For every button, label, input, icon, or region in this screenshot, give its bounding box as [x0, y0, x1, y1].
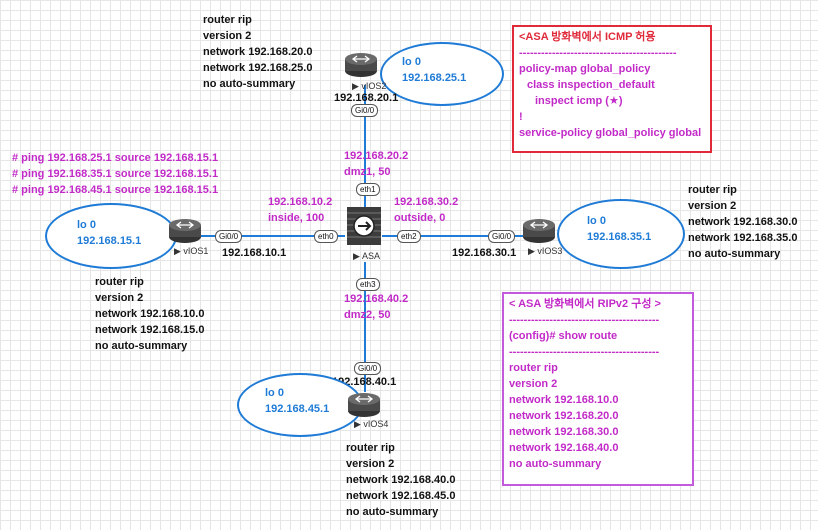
vios1-config: router rip version 2 network 192.168.10.… [95, 274, 204, 354]
box-line: <ASA 방화벽에서 ICMP 허용 [519, 31, 656, 43]
box-line: network 192.168.10.0 [509, 394, 619, 406]
device-name: vIOS1 [183, 246, 209, 256]
config-line: network 192.168.40.0 [346, 474, 456, 486]
device-name: vIOS4 [363, 419, 389, 429]
asa-icmp-config-box: <ASA 방화벽에서 ICMP 허용 ---------------------… [512, 25, 712, 153]
config-line: network 192.168.20.0 [203, 46, 313, 58]
asa-label: ▶ ASA [353, 251, 380, 261]
config-line: network 192.168.10.0 [95, 308, 205, 320]
vios1-port: Gi0/0 [215, 230, 243, 243]
device-name: vIOS2 [361, 81, 387, 91]
asa-eth0-ip: 192.168.10.2 [268, 196, 333, 208]
config-line: network 192.168.15.0 [95, 324, 205, 336]
box-line: ----------------------------------------… [519, 47, 677, 59]
device-name: ASA [361, 251, 380, 261]
asa-eth2-port: eth2 [397, 230, 421, 243]
box-line: inspect icmp (★) [535, 95, 623, 107]
loopback-ip: 192.168.25.1 [402, 72, 467, 84]
loopback-name: lo 0 [77, 219, 96, 231]
config-line: version 2 [203, 30, 252, 42]
box-line: network 192.168.20.0 [509, 410, 619, 422]
vios1-router-icon[interactable] [168, 218, 202, 244]
loopback-ip: 192.168.15.1 [77, 235, 142, 247]
vios2-router-icon[interactable] [344, 52, 378, 78]
box-line: version 2 [509, 378, 558, 390]
vios3-config: router rip version 2 network 192.168.30.… [688, 182, 797, 262]
asa-eth1-ip: 192.168.20.2 [344, 150, 409, 162]
asa-eth2-name: outside, 0 [394, 212, 446, 224]
vios4-label: ▶ vIOS4 [354, 419, 389, 429]
ping-cmd-1: # ping 192.168.25.1 source 192.168.15.1 [12, 152, 219, 164]
vios4-router-icon[interactable] [347, 392, 381, 418]
box-line: ----------------------------------------… [509, 346, 660, 358]
vios4-port: Gi0/0 [354, 362, 382, 375]
config-line: no auto-summary [95, 340, 188, 352]
asa-eth0-name: inside, 100 [268, 212, 325, 224]
box-line: router rip [509, 362, 558, 374]
config-line: no auto-summary [688, 248, 781, 260]
asa-firewall-icon[interactable] [345, 205, 383, 247]
config-line: network 192.168.30.0 [688, 216, 798, 228]
vios3-label: ▶ vIOS3 [528, 246, 563, 256]
loopback-name: lo 0 [265, 387, 284, 399]
asa-eth2-ip: 192.168.30.2 [394, 196, 459, 208]
asa-eth3-port: eth3 [356, 278, 380, 291]
device-name: vIOS3 [537, 246, 563, 256]
vios4-loopback: lo 0 192.168.45.1 [237, 373, 363, 437]
loopback-ip: 192.168.45.1 [265, 403, 330, 415]
asa-eth1-name: dmz1, 50 [344, 166, 391, 178]
vios2-link-ip: 192.168.20.1 [334, 92, 399, 104]
asa-eth1-port: eth1 [356, 183, 380, 196]
box-line: ! [519, 111, 523, 123]
config-line: router rip [203, 14, 252, 26]
box-line: < ASA 방화벽에서 RIPv2 구성 > [509, 298, 661, 310]
config-line: network 192.168.25.0 [203, 62, 313, 74]
vios3-port: Gi0/0 [488, 230, 516, 243]
config-line: no auto-summary [203, 78, 296, 90]
box-line: network 192.168.40.0 [509, 442, 619, 454]
box-line: network 192.168.30.0 [509, 426, 619, 438]
ping-cmd-3: # ping 192.168.45.1 source 192.168.15.1 [12, 184, 219, 196]
loopback-ip: 192.168.35.1 [587, 231, 652, 243]
asa-eth0-port: eth0 [314, 230, 338, 243]
config-line: network 192.168.45.0 [346, 490, 456, 502]
box-line: (config)# show route [509, 330, 618, 342]
box-line: class inspection_default [527, 79, 655, 91]
config-line: router rip [688, 184, 737, 196]
box-line: no auto-summary [509, 458, 602, 470]
vios3-router-icon[interactable] [522, 218, 556, 244]
vios1-loopback: lo 0 192.168.15.1 [45, 203, 177, 269]
asa-rip-config-box: < ASA 방화벽에서 RIPv2 구성 > -----------------… [502, 292, 694, 486]
vios2-config: router rip version 2 network 192.168.20.… [203, 12, 312, 92]
ping-cmd-2: # ping 192.168.35.1 source 192.168.15.1 [12, 168, 219, 180]
vios4-config: router rip version 2 network 192.168.40.… [346, 440, 455, 520]
box-line: ----------------------------------------… [509, 314, 660, 326]
config-line: version 2 [688, 200, 737, 212]
vios2-port: Gi0/0 [351, 104, 379, 117]
config-line: router rip [346, 442, 395, 454]
config-line: version 2 [346, 458, 395, 470]
vios2-loopback: lo 0 192.168.25.1 [380, 42, 504, 106]
vios1-label: ▶ vIOS1 [174, 246, 209, 256]
vios3-loopback: lo 0 192.168.35.1 [557, 199, 685, 269]
vios2-label: ▶ vIOS2 [352, 81, 387, 91]
config-line: network 192.168.35.0 [688, 232, 798, 244]
asa-eth3-name: dmz2, 50 [344, 309, 391, 321]
config-line: router rip [95, 276, 144, 288]
config-line: no auto-summary [346, 506, 439, 518]
vios1-link-ip: 192.168.10.1 [222, 247, 287, 259]
box-line: policy-map global_policy [519, 63, 651, 75]
box-line: service-policy global_policy global [519, 127, 702, 139]
config-line: version 2 [95, 292, 144, 304]
loopback-name: lo 0 [587, 215, 606, 227]
loopback-name: lo 0 [402, 56, 421, 68]
asa-eth3-ip: 192.168.40.2 [344, 293, 409, 305]
vios3-link-ip: 192.168.30.1 [452, 247, 517, 259]
